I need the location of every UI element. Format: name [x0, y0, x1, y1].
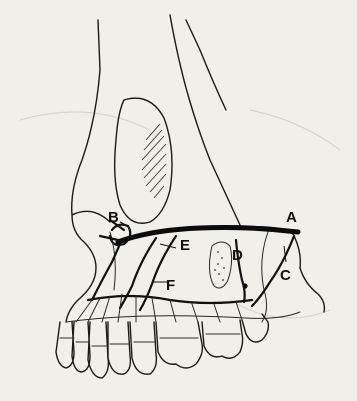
vessel-anterior-descending: [92, 262, 112, 300]
sinus-window: [209, 242, 231, 288]
tuberosity-outline: [300, 268, 324, 312]
frontal-bone-edge: [186, 20, 226, 110]
tooth-premolar-2: [130, 322, 156, 374]
artery-trunk: [118, 228, 298, 243]
orbit-rim: [115, 98, 172, 223]
tooth-molar-2: [202, 320, 243, 358]
vessel-branches: [88, 220, 294, 310]
nasal-process-left-edge: [66, 20, 100, 322]
nasal-process-right-edge: [170, 15, 240, 225]
foramen-dot: [242, 283, 247, 288]
orbit-shading: [142, 124, 166, 198]
label-f: F: [166, 277, 175, 294]
zygoma-buttress: [262, 232, 268, 322]
main-artery: [118, 228, 298, 243]
tooth-premolar-1: [108, 322, 130, 374]
tooth-molar-1: [156, 322, 202, 368]
label-b: B: [108, 209, 119, 226]
label-e: E: [180, 237, 190, 254]
label-d: D: [232, 247, 243, 264]
tooth-canine: [88, 322, 108, 378]
tooth-incisor-1: [56, 322, 74, 368]
label-a: A: [286, 209, 297, 226]
piriform-notch: [72, 211, 110, 222]
tooth-incisor-2: [72, 322, 90, 372]
label-c: C: [280, 267, 291, 284]
upper-teeth: [56, 314, 268, 378]
